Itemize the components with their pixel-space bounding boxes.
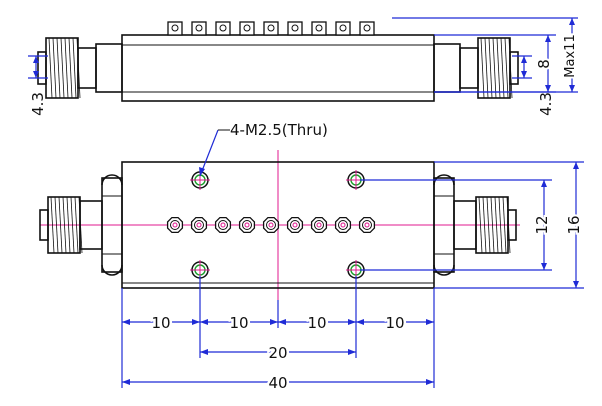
side-screw-head	[239, 21, 255, 36]
side-dim-right-label: 4.3	[537, 92, 555, 116]
dim-hole-spacing-12: 12	[360, 179, 553, 271]
tuning-screw	[262, 216, 280, 234]
left-connector-side	[37, 37, 123, 99]
side-screw-head	[167, 21, 183, 36]
dim-seg-1-label: 10	[151, 314, 170, 332]
tuning-screw	[190, 216, 208, 234]
tuning-screw	[310, 216, 328, 234]
dim-seg-3-label: 10	[307, 314, 326, 332]
hole-callout-label: 4-M2.5(Thru)	[230, 121, 328, 139]
top-tuning-screws	[166, 216, 376, 234]
mounting-hole	[190, 260, 210, 280]
dim-overall-40: 40	[122, 372, 434, 395]
dim-overall-16: 16	[434, 161, 585, 289]
tuning-screw	[166, 216, 184, 234]
tuning-screw	[358, 216, 376, 234]
dim-segments-row: 10 10 10 10	[122, 312, 434, 335]
mounting-hole	[190, 170, 210, 190]
dim-overall-length-label: 40	[268, 374, 287, 392]
side-tuning-screws	[167, 21, 375, 36]
right-connector-side	[433, 37, 519, 99]
right-connector-top	[433, 174, 517, 276]
side-dim-height-label: 8	[535, 59, 553, 69]
side-dim-left-label: 4.3	[29, 92, 47, 116]
tuning-screw	[334, 216, 352, 234]
side-screw-head	[335, 21, 351, 36]
top-view: 4-M2.5(Thru) 12 16	[39, 121, 585, 395]
side-screw-head	[311, 21, 327, 36]
tuning-screw	[214, 216, 232, 234]
side-screw-head	[287, 21, 303, 36]
dim-right-4-3: 4.3	[512, 55, 555, 116]
hole-callout: 4-M2.5(Thru)	[199, 121, 328, 177]
dim-seg-2-label: 10	[229, 314, 248, 332]
side-view: 4.3 4.3 8 Max11	[28, 17, 580, 116]
dim-seg-4-label: 10	[385, 314, 404, 332]
left-connector-top	[39, 174, 123, 276]
tuning-screw	[286, 216, 304, 234]
dim-hole-spacing-v-label: 12	[533, 215, 551, 234]
dim-hole-spacing-20: 20	[200, 342, 356, 365]
side-screw-head	[191, 21, 207, 36]
side-screw-head	[263, 21, 279, 36]
side-screw-head	[359, 21, 375, 36]
side-screw-head	[215, 21, 231, 36]
tuning-screw	[238, 216, 256, 234]
dim-hole-spacing-h-label: 20	[268, 344, 287, 362]
dim-max-11: Max11	[392, 17, 580, 93]
side-dim-max-label: Max11	[563, 34, 578, 77]
dim-left-4-3: 4.3	[28, 55, 48, 116]
dim-overall-height-label: 16	[565, 215, 583, 234]
